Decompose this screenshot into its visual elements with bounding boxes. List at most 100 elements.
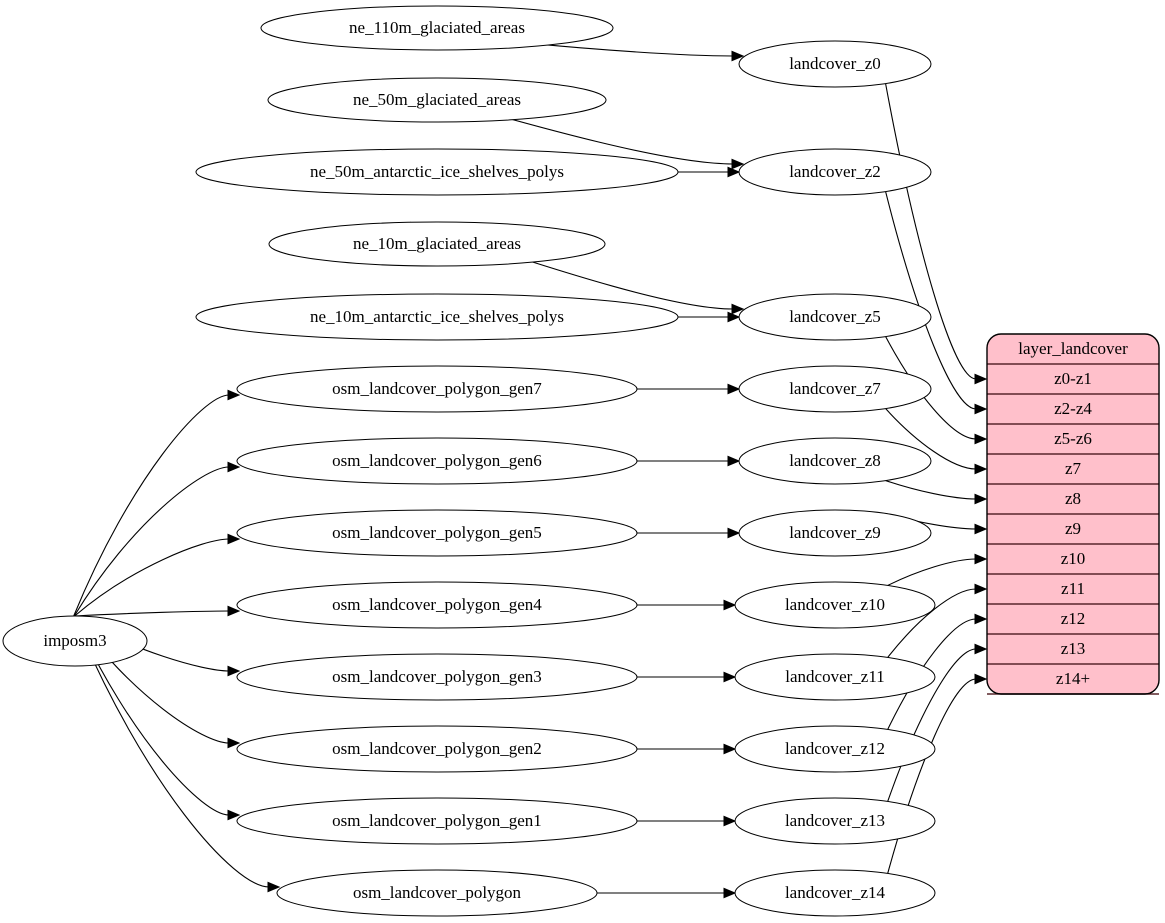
node-lz13[interactable]: landcover_z13 xyxy=(734,797,936,845)
table-row-label-z10[interactable]: z10 xyxy=(1061,549,1086,568)
node-shape-ne10g[interactable] xyxy=(268,221,606,267)
node-shape-lz14[interactable] xyxy=(734,869,936,917)
node-label-lz0: landcover_z0 xyxy=(789,54,881,73)
table-row-label-z0-z1[interactable]: z0-z1 xyxy=(1054,369,1092,388)
node-shape-ne10a[interactable] xyxy=(195,293,679,341)
edge-imposm3-to-osm7-arrowhead xyxy=(227,389,241,401)
node-imposm3[interactable]: imposm3 xyxy=(2,615,148,667)
node-label-ne10a: ne_10m_antarctic_ice_shelves_polys xyxy=(310,307,564,326)
edge-lz10-to-z10-arrowhead xyxy=(974,553,988,565)
node-lz9[interactable]: landcover_z9 xyxy=(738,509,932,557)
node-osm1[interactable]: osm_landcover_polygon_gen1 xyxy=(236,797,638,845)
edge-lz14-to-z14+ xyxy=(887,678,977,874)
node-shape-osm3[interactable] xyxy=(236,653,638,701)
node-shape-lz9[interactable] xyxy=(738,509,932,557)
node-ne10a[interactable]: ne_10m_antarctic_ice_shelves_polys xyxy=(195,293,679,341)
table-row-label-z13[interactable]: z13 xyxy=(1061,639,1086,658)
node-shape-osm1[interactable] xyxy=(236,797,638,845)
node-shape-lz8[interactable] xyxy=(738,437,932,485)
node-label-lz9: landcover_z9 xyxy=(789,523,881,542)
edge-osm6-to-lz8-arrowhead xyxy=(727,455,741,467)
edge-ne50a-to-lz2-arrowhead xyxy=(727,166,741,178)
node-ne50a[interactable]: ne_50m_antarctic_ice_shelves_polys xyxy=(195,148,679,196)
node-shape-lz2[interactable] xyxy=(738,148,932,196)
table-row-label-z9[interactable]: z9 xyxy=(1065,519,1081,538)
table-row-label-z14-[interactable]: z14+ xyxy=(1056,669,1090,688)
table-row-label-z11[interactable]: z11 xyxy=(1061,579,1085,598)
edge-lz7-to-z7 xyxy=(885,408,977,470)
node-ne10g[interactable]: ne_10m_glaciated_areas xyxy=(268,221,606,267)
node-lz0[interactable]: landcover_z0 xyxy=(738,40,932,88)
node-osm3[interactable]: osm_landcover_polygon_gen3 xyxy=(236,653,638,701)
edge-osm1-to-lz13-arrowhead xyxy=(723,815,737,827)
node-shape-lz10[interactable] xyxy=(734,581,936,629)
node-lz8[interactable]: landcover_z8 xyxy=(738,437,932,485)
node-lz11[interactable]: landcover_z11 xyxy=(734,653,936,701)
node-shape-lz0[interactable] xyxy=(738,40,932,88)
table-row-label-z2-z4[interactable]: z2-z4 xyxy=(1054,399,1092,418)
node-label-lz14: landcover_z14 xyxy=(785,883,886,902)
edge-ne110g-to-lz0-arrowhead xyxy=(731,50,745,62)
node-shape-lz12[interactable] xyxy=(734,725,936,773)
table-row-label-z8[interactable]: z8 xyxy=(1065,489,1081,508)
node-ne110g[interactable]: ne_110m_glaciated_areas xyxy=(260,5,614,51)
node-shape-lz13[interactable] xyxy=(734,797,936,845)
node-ne50g[interactable]: ne_50m_glaciated_areas xyxy=(267,77,607,123)
node-lz12[interactable]: landcover_z12 xyxy=(734,725,936,773)
node-shape-lz11[interactable] xyxy=(734,653,936,701)
edge-lz5-to-z5-z6 xyxy=(885,336,977,440)
edge-imposm3-to-osm6-arrowhead xyxy=(227,461,241,473)
node-shape-ne110g[interactable] xyxy=(260,5,614,51)
node-osm2[interactable]: osm_landcover_polygon_gen2 xyxy=(236,725,638,773)
table-layer: layer_landcoverz0-z1z2-z4z5-z6z7z8z9z10z… xyxy=(986,333,1160,695)
edge-imposm3-to-osm1-arrowhead xyxy=(227,809,241,821)
node-osm0[interactable]: osm_landcover_polygon xyxy=(276,869,598,917)
node-shape-lz7[interactable] xyxy=(738,365,932,413)
node-label-osm2: osm_landcover_polygon_gen2 xyxy=(332,739,542,758)
edge-imposm3-to-osm0-arrowhead xyxy=(267,881,281,893)
edge-lz11-to-z11-arrowhead xyxy=(974,583,988,595)
edge-lz11-to-z11 xyxy=(887,588,977,658)
table-row-label-z12[interactable]: z12 xyxy=(1061,609,1086,628)
edge-osm7-to-lz7-arrowhead xyxy=(727,383,741,395)
node-lz7[interactable]: landcover_z7 xyxy=(738,365,932,413)
node-label-lz5: landcover_z5 xyxy=(789,307,881,326)
node-shape-osm6[interactable] xyxy=(236,437,638,485)
node-osm5[interactable]: osm_landcover_polygon_gen5 xyxy=(236,509,638,557)
node-shape-osm4[interactable] xyxy=(236,581,638,629)
node-lz14[interactable]: landcover_z14 xyxy=(734,869,936,917)
node-osm6[interactable]: osm_landcover_polygon_gen6 xyxy=(236,437,638,485)
node-label-lz7: landcover_z7 xyxy=(789,379,881,398)
edge-lz8-to-z8 xyxy=(885,480,977,500)
node-label-ne110g: ne_110m_glaciated_areas xyxy=(349,18,525,37)
node-shape-osm7[interactable] xyxy=(236,365,638,413)
edge-lz0-to-z0-z1 xyxy=(885,83,977,380)
node-label-ne10g: ne_10m_glaciated_areas xyxy=(353,234,521,253)
node-label-lz12: landcover_z12 xyxy=(785,739,885,758)
node-shape-imposm3[interactable] xyxy=(2,615,148,667)
node-lz2[interactable]: landcover_z2 xyxy=(738,148,932,196)
edge-osm2-to-lz12-arrowhead xyxy=(723,743,737,755)
table-row-label-z7[interactable]: z7 xyxy=(1065,459,1082,478)
node-label-lz11: landcover_z11 xyxy=(785,667,884,686)
node-label-lz2: landcover_z2 xyxy=(789,162,881,181)
node-label-osm5: osm_landcover_polygon_gen5 xyxy=(332,523,542,542)
node-layer: ne_110m_glaciated_areas ne_50m_glaciated_… xyxy=(2,5,936,917)
node-lz10[interactable]: landcover_z10 xyxy=(734,581,936,629)
table-outline xyxy=(986,333,1160,695)
edge-lz13-to-z13 xyxy=(887,648,977,802)
node-shape-ne50g[interactable] xyxy=(267,77,607,123)
node-osm7[interactable]: osm_landcover_polygon_gen7 xyxy=(236,365,638,413)
node-osm4[interactable]: osm_landcover_polygon_gen4 xyxy=(236,581,638,629)
edge-lz12-to-z12-arrowhead xyxy=(974,613,988,625)
node-shape-osm2[interactable] xyxy=(236,725,638,773)
edge-lz8-to-z8-arrowhead xyxy=(974,493,988,505)
node-shape-osm5[interactable] xyxy=(236,509,638,557)
node-lz5[interactable]: landcover_z5 xyxy=(738,293,932,341)
node-shape-lz5[interactable] xyxy=(738,293,932,341)
layer-landcover-table[interactable]: layer_landcoverz0-z1z2-z4z5-z6z7z8z9z10z… xyxy=(986,333,1160,695)
table-row-label-z5-z6[interactable]: z5-z6 xyxy=(1054,429,1092,448)
node-shape-osm0[interactable] xyxy=(276,869,598,917)
node-shape-ne50a[interactable] xyxy=(195,148,679,196)
